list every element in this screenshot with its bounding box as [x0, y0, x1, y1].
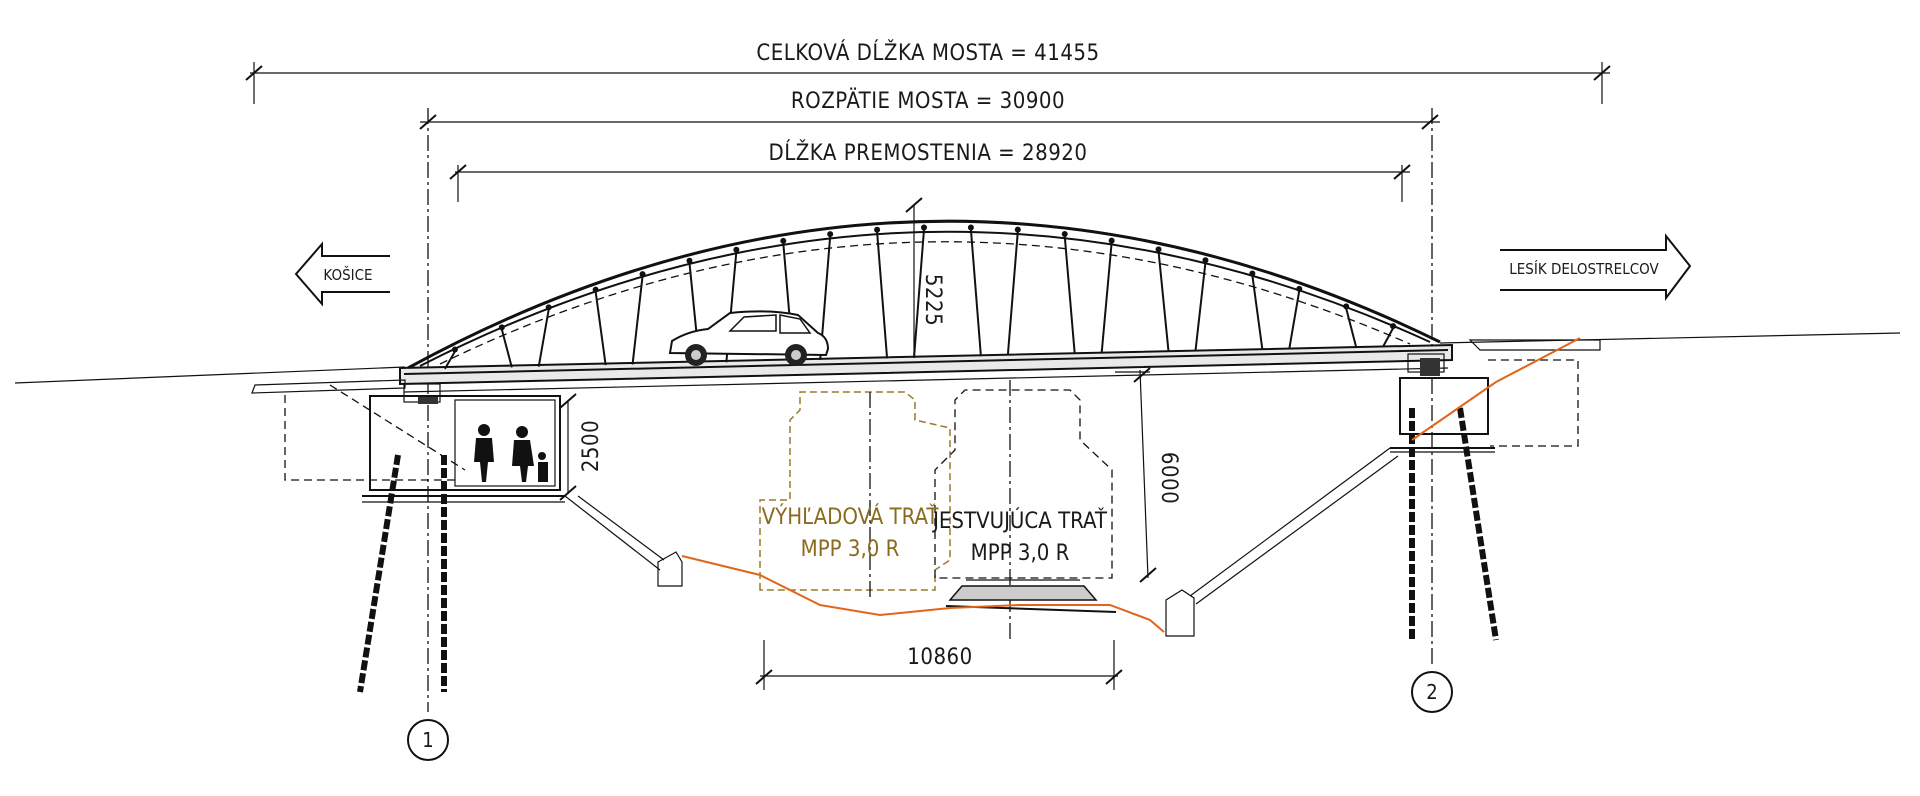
existing-track-profile: MPP 3,0 R	[971, 541, 1070, 566]
hanger-node	[827, 231, 834, 238]
hanger-node	[1061, 230, 1068, 237]
direction-right: LESÍK DELOSTRELCOV	[1500, 233, 1692, 301]
hanger-node	[686, 257, 693, 264]
arch-hanger	[1157, 251, 1170, 352]
support-2-label: 2	[1426, 680, 1437, 704]
hanger-node	[780, 237, 787, 244]
arch-hanger	[1063, 235, 1076, 355]
planned-track-clearance	[759, 391, 951, 591]
hanger-node	[545, 304, 552, 311]
track-bed	[945, 579, 1117, 613]
arch-hanger	[913, 229, 925, 358]
hanger-node	[592, 286, 599, 293]
direction-left: KOŠICE	[294, 241, 390, 307]
hanger-node	[1390, 323, 1397, 330]
planned-track-profile: MPP 3,0 R	[801, 537, 900, 562]
arch-hanger	[876, 231, 889, 359]
hanger-node	[1202, 257, 1209, 264]
planned-track-name: VÝHĽADOVÁ TRAŤ	[762, 504, 940, 530]
dimension-total-length: CELKOVÁ DĹŽKA MOSTA = 41455	[245, 40, 1611, 104]
hanger-node	[1155, 246, 1162, 253]
arch-hanger	[1345, 308, 1358, 348]
hanger-node	[1343, 303, 1350, 310]
clearance-height-label: 6000	[1156, 452, 1181, 504]
hanger-node	[1249, 270, 1256, 277]
arch-hanger	[1100, 242, 1113, 354]
right-piles	[1409, 407, 1499, 641]
hanger-node	[921, 224, 927, 231]
dimension-crossing-length: DĹŽKA PREMOSTENIA = 28920	[449, 140, 1411, 202]
hanger-node	[451, 346, 458, 353]
arch-hanger	[631, 275, 644, 365]
terrain-line-left	[14, 366, 406, 384]
track-spacing-label: 10860	[907, 645, 972, 670]
bridge-deck	[399, 343, 1453, 404]
car-icon	[668, 310, 830, 366]
terrain-profile	[681, 555, 1165, 633]
support-1-label: 1	[422, 728, 433, 752]
dimension-arch-rise: 5225	[905, 197, 945, 358]
hanger-node	[874, 226, 881, 233]
hanger-node	[967, 224, 974, 231]
dimension-track-spacing: 10860	[755, 640, 1123, 690]
left-abutment	[251, 379, 683, 587]
left-piles	[357, 454, 447, 693]
existing-track-name: JESTVUJÚCA TRAŤ	[931, 508, 1108, 534]
direction-right-label: LESÍK DELOSTRELCOV	[1509, 259, 1659, 278]
hanger-node	[1108, 237, 1115, 244]
total-length-label: CELKOVÁ DĹŽKA MOSTA = 41455	[756, 40, 1099, 66]
arrow-left-icon	[294, 241, 390, 307]
terrain-profile-right	[1411, 337, 1581, 441]
arch-hanger	[500, 329, 513, 368]
dimension-clearance-height: 6000	[1115, 367, 1181, 583]
dimension-span: ROZPÄTIE MOSTA = 30900	[419, 88, 1440, 130]
pedestrians-icon	[474, 424, 548, 482]
span-label: ROZPÄTIE MOSTA = 30900	[791, 88, 1065, 114]
hanger-node	[1014, 226, 1021, 233]
hanger-node	[1296, 285, 1303, 292]
dimension-underpass-height: 2500	[559, 393, 604, 501]
arch-hanger	[537, 309, 550, 367]
arch-hanger	[1382, 327, 1394, 348]
right-abutment	[1165, 339, 1601, 637]
crossing-length-label: DĹŽKA PREMOSTENIA = 28920	[768, 140, 1087, 166]
arch-hanger	[444, 351, 456, 370]
underpass-height-label: 2500	[579, 420, 604, 472]
hanger-node	[498, 324, 505, 331]
arch-hanger	[1251, 275, 1264, 350]
support-marker-1: 1	[407, 719, 449, 761]
hanger-node	[733, 246, 740, 253]
terrain-line-right	[1439, 332, 1901, 344]
direction-left-label: KOŠICE	[323, 265, 372, 284]
support-marker-2: 2	[1411, 671, 1453, 713]
arch-hanger	[969, 229, 982, 357]
arch-hanger	[1194, 262, 1207, 352]
arch-rise-label: 5225	[920, 274, 945, 326]
arch-hanger	[594, 291, 607, 366]
arch-hanger	[1288, 290, 1301, 350]
arch-hanger	[1006, 231, 1019, 356]
hanger-node	[639, 271, 646, 278]
arrow-right-icon	[1500, 233, 1692, 301]
